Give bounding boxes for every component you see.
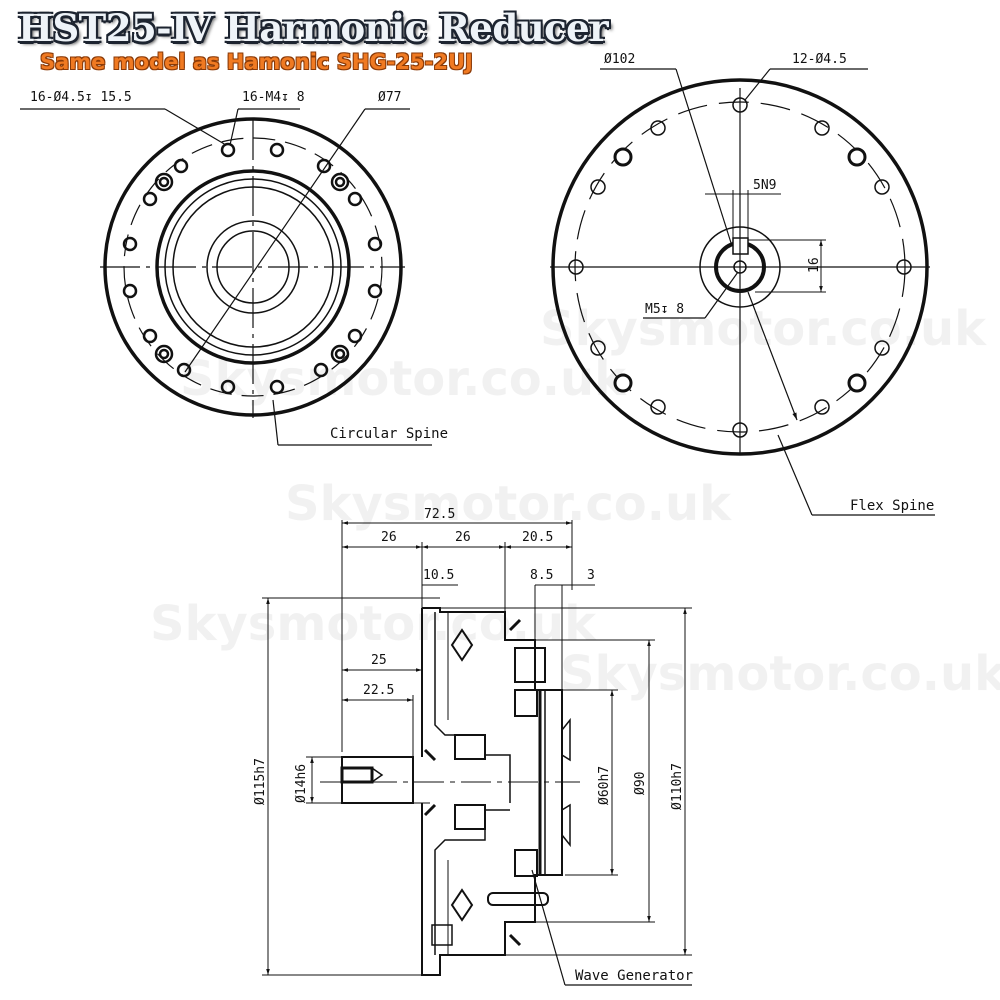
dim-diameter-110h7: Ø110h7 xyxy=(670,763,685,810)
dim-overall-72-5: 72.5 xyxy=(424,507,455,522)
front-view-flex-spine xyxy=(550,68,935,516)
dim-diameter-90: Ø90 xyxy=(633,772,648,795)
dim-diameter-14h6: Ø14h6 xyxy=(294,764,309,803)
dim-26-first: 26 xyxy=(381,530,397,545)
right-bolt-holes xyxy=(568,97,912,438)
label-flex-spine: Flex Spine xyxy=(850,498,934,514)
watermark: Skysmotor.co.uk xyxy=(180,351,627,407)
callout-16-m4-holes: 16-M4↧ 8 xyxy=(242,90,305,105)
label-wave-generator: Wave Generator xyxy=(575,968,693,984)
callout-12-holes: 12-Ø4.5 xyxy=(792,52,847,67)
left-bolt-holes xyxy=(122,142,383,395)
page-subtitle: Same model as Hamonic SHG-25-2UJ xyxy=(40,50,473,74)
dim-10-5: 10.5 xyxy=(423,568,454,583)
callout-m5-thread: M5↧ 8 xyxy=(645,302,684,317)
front-view-circular-spine xyxy=(20,108,432,446)
callout-16-holes-4-5: 16-Ø4.5↧ 15.5 xyxy=(30,90,132,105)
dim-25: 25 xyxy=(371,653,387,668)
dim-3: 3 xyxy=(587,568,595,583)
callout-diameter-77: Ø77 xyxy=(378,90,401,105)
watermark: Skysmotor.co.uk xyxy=(560,646,1000,702)
right-threaded-holes xyxy=(613,147,867,393)
dim-26-second: 26 xyxy=(455,530,471,545)
watermark-group: Skysmotor.co.uk Skysmotor.co.uk Skysmoto… xyxy=(150,301,1000,702)
dim-20-5: 20.5 xyxy=(522,530,553,545)
watermark: Skysmotor.co.uk xyxy=(540,301,987,357)
dim-22-5: 22.5 xyxy=(363,683,394,698)
label-circular-spine: Circular Spine xyxy=(330,426,448,442)
watermark: Skysmotor.co.uk xyxy=(150,596,597,652)
callout-diameter-102: Ø102 xyxy=(604,52,635,67)
dim-diameter-115h7: Ø115h7 xyxy=(253,758,268,805)
callout-keyway-16: 16 xyxy=(807,257,822,273)
dim-diameter-60h7: Ø60h7 xyxy=(597,766,612,805)
page-title: HST25-Ⅳ Harmonic Reducer xyxy=(18,6,609,50)
callout-keyway-5n9: 5N9 xyxy=(753,178,776,193)
watermark: Skysmotor.co.uk xyxy=(285,476,732,532)
dim-8-5: 8.5 xyxy=(530,568,553,583)
side-view-section xyxy=(262,520,692,986)
